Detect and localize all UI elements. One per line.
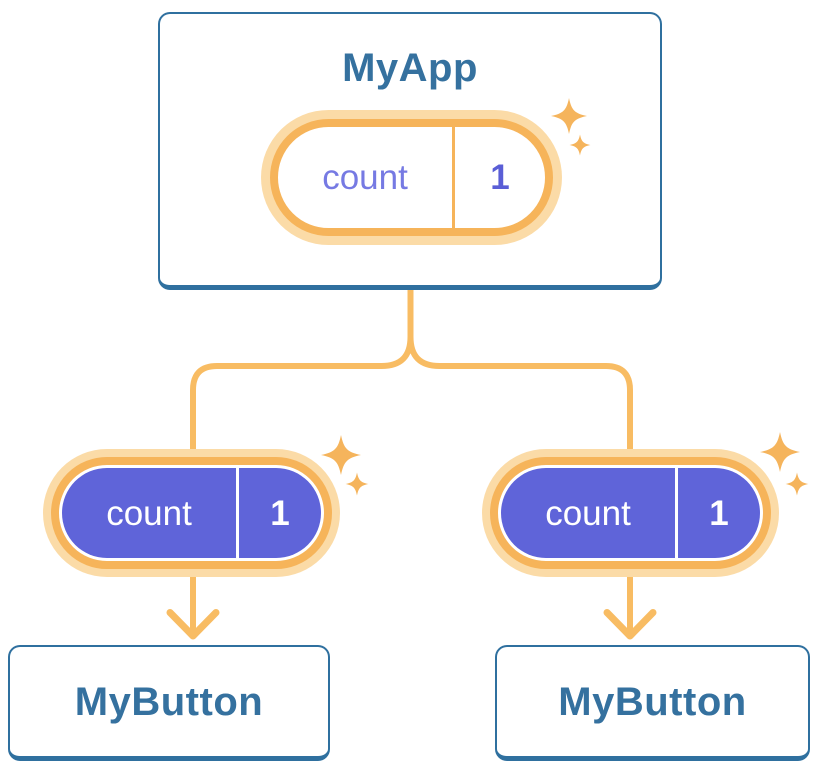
sparkle-icon	[785, 472, 809, 496]
pill-fill: count 1	[501, 468, 760, 558]
sparkle-icon	[345, 472, 369, 496]
state-value: 1	[490, 158, 510, 197]
arrow-down-icon	[603, 609, 657, 640]
child-prop-pill-left: count 1	[51, 457, 332, 569]
prop-label: count	[106, 493, 192, 533]
sparkle-icon	[321, 435, 361, 475]
prop-value: 1	[270, 493, 290, 533]
child-component-card-left: MyButton	[8, 645, 330, 761]
pill-divider	[452, 127, 455, 228]
root-component-title: MyApp	[342, 46, 478, 90]
child-prop-pill-right: count 1	[490, 457, 771, 569]
prop-value: 1	[709, 493, 729, 533]
child-component-card-right: MyButton	[495, 645, 810, 761]
child-component-title: MyButton	[74, 679, 264, 724]
sparkle-icon	[760, 432, 800, 472]
prop-label: count	[545, 493, 631, 533]
pill-fill: count 1	[62, 468, 321, 558]
root-state-pill: count 1	[270, 119, 553, 236]
state-label: count	[322, 158, 408, 197]
arrow-down-icon	[166, 609, 220, 640]
pill-divider	[675, 468, 678, 558]
child-component-title: MyButton	[558, 679, 747, 724]
